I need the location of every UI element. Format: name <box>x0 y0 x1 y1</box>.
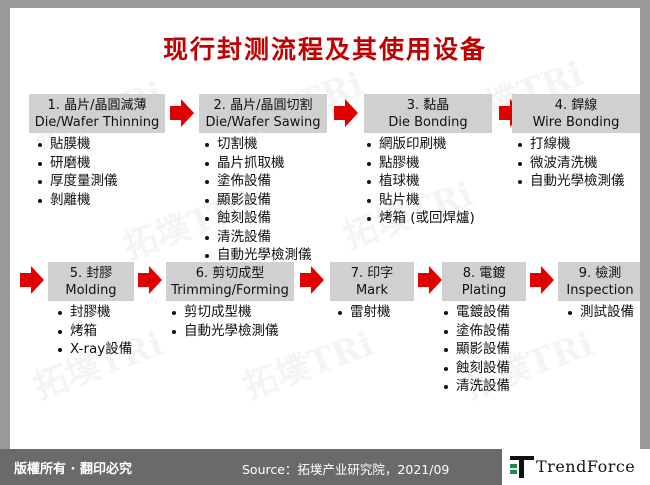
step-number-label: 7. 印字 <box>350 266 394 281</box>
step-box: 6. 剪切成型 Trimming/Forming <box>166 262 294 301</box>
list-item: 清洗設備 <box>442 377 510 396</box>
step-english-label: Plating <box>461 283 507 298</box>
list-item: 烤箱 <box>56 322 132 341</box>
list-item: 雷射機 <box>336 303 391 322</box>
arrow-right-icon <box>334 99 358 127</box>
arrow-right-icon <box>138 266 162 294</box>
trendforce-logo-icon <box>510 456 534 478</box>
diagram-panel: 拓墣TRi 拓墣TRi 拓墣TRi 拓墣TRi 拓墣TRi 拓墣TRi 拓墣TR… <box>10 8 640 449</box>
arrow-right-icon <box>170 99 194 127</box>
step-number-label: 5. 封膠 <box>69 266 113 281</box>
source-text: Source：拓墣产业研究院，2021/09 <box>242 462 450 477</box>
list-item: 厚度量測儀 <box>36 172 118 191</box>
step-english-label: Die Bonding <box>388 115 468 130</box>
list-item: 蝕刻設備 <box>442 359 510 378</box>
list-item: 塗佈設備 <box>203 172 312 191</box>
step-english-label: Die/Wafer Thinning <box>34 115 160 130</box>
step-box: 4. 銲線 Wire Bonding <box>512 94 640 133</box>
list-item: 自動光學檢測儀 <box>170 322 279 341</box>
list-item: 測試設備 <box>566 303 634 322</box>
list-item: 植球機 <box>365 172 475 191</box>
page-title: 现行封测流程及其使用设备 <box>162 35 487 64</box>
logo-text: TrendForce <box>536 457 636 476</box>
list-item: 清洗設備 <box>203 228 312 247</box>
list-item: 晶片抓取機 <box>203 154 312 173</box>
list-item: 微波清洗機 <box>516 154 625 173</box>
step-english-label: Wire Bonding <box>532 115 620 130</box>
list-item: 打線機 <box>516 135 625 154</box>
list-item: 封膠機 <box>56 303 132 322</box>
list-item: 自動光學檢測儀 <box>203 246 312 265</box>
step-english-label: Inspection <box>566 283 634 298</box>
step-number-label: 9. 檢測 <box>578 266 622 281</box>
list-item: 自動光學檢測儀 <box>516 172 625 191</box>
list-item: 剪切成型機 <box>170 303 279 322</box>
step-number-label: 6. 剪切成型 <box>195 266 265 281</box>
list-item: 電鍍設備 <box>442 303 510 322</box>
copyright-text: 版權所有 · 翻印必究 <box>14 462 132 477</box>
list-item: 蝕刻設備 <box>203 209 312 228</box>
list-item: 研磨機 <box>36 154 118 173</box>
step-box: 3. 黏晶 Die Bonding <box>364 94 492 133</box>
arrow-right-icon <box>499 99 523 127</box>
list-item: 顯影設備 <box>203 191 312 210</box>
step-box: 7. 印字 Mark <box>330 262 414 301</box>
list-item: 烤箱 (或回焊爐) <box>365 209 475 228</box>
footer-bar: 版權所有 · 翻印必究 Source：拓墣产业研究院，2021/09 Trend… <box>0 449 650 485</box>
list-item: 網版印刷機 <box>365 135 475 154</box>
step-english-label: Die/Wafer Sawing <box>205 115 321 130</box>
arrow-right-icon <box>418 266 442 294</box>
step-box: 9. 檢測 Inspection <box>558 262 640 301</box>
step-number-label: 8. 電鍍 <box>462 266 506 281</box>
frame-left <box>0 0 10 485</box>
list-item: 貼膜機 <box>36 135 118 154</box>
equipment-list: 打線機 微波清洗機 自動光學檢測儀 <box>516 135 625 191</box>
equipment-list: 封膠機 烤箱 X-ray設備 <box>56 303 132 359</box>
equipment-list: 剪切成型機 自動光學檢測儀 <box>170 303 279 340</box>
step-box: 1. 晶片/晶圓減薄 Die/Wafer Thinning <box>29 94 165 133</box>
step-number-label: 1. 晶片/晶圓減薄 <box>47 98 147 113</box>
step-box: 8. 電鍍 Plating <box>442 262 526 301</box>
step-english-label: Trimming/Forming <box>171 283 289 298</box>
equipment-list: 貼膜機 研磨機 厚度量測儀 剝離機 <box>36 135 118 209</box>
step-box: 5. 封膠 Molding <box>48 262 134 301</box>
equipment-list: 切割機 晶片抓取機 塗佈設備 顯影設備 蝕刻設備 清洗設備 自動光學檢測儀 <box>203 135 312 265</box>
list-item: 點膠機 <box>365 154 475 173</box>
step-number-label: 2. 晶片/晶圓切割 <box>213 98 313 113</box>
list-item: 顯影設備 <box>442 340 510 359</box>
list-item: 貼片機 <box>365 191 475 210</box>
frame-right <box>640 0 650 485</box>
equipment-list: 網版印刷機 點膠機 植球機 貼片機 烤箱 (或回焊爐) <box>365 135 475 228</box>
step-number-label: 3. 黏晶 <box>406 98 450 113</box>
list-item: X-ray設備 <box>56 340 132 359</box>
step-number-label: 4. 銲線 <box>554 98 598 113</box>
list-item: 切割機 <box>203 135 312 154</box>
step-english-label: Mark <box>355 283 389 298</box>
equipment-list: 測試設備 <box>566 303 634 322</box>
step-box: 2. 晶片/晶圓切割 Die/Wafer Sawing <box>199 94 327 133</box>
list-item: 剝離機 <box>36 191 118 210</box>
equipment-list: 雷射機 <box>336 303 391 322</box>
trendforce-logo: TrendForce <box>502 449 650 485</box>
list-item: 塗佈設備 <box>442 322 510 341</box>
arrow-right-icon <box>300 266 324 294</box>
equipment-list: 電鍍設備 塗佈設備 顯影設備 蝕刻設備 清洗設備 <box>442 303 510 396</box>
step-english-label: Molding <box>65 283 117 298</box>
frame-top <box>0 0 650 8</box>
arrow-right-icon <box>530 266 554 294</box>
arrow-right-icon <box>20 266 44 294</box>
